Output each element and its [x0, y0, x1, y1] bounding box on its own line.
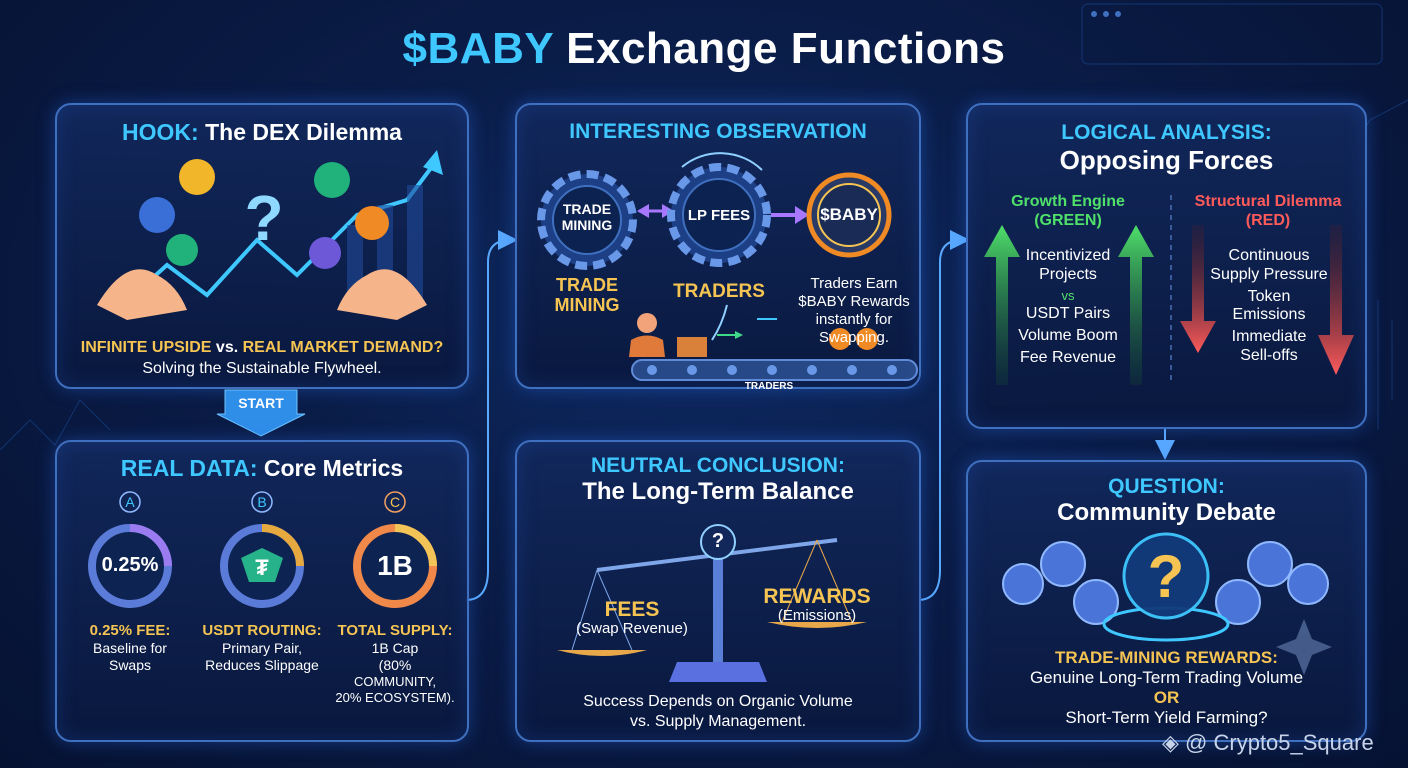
metric-c-label: TOTAL SUPPLY: — [337, 622, 453, 639]
title-accent: $BABY — [402, 24, 554, 73]
green-item-6: Fee Revenue — [1019, 349, 1117, 366]
observation-illustration — [537, 152, 918, 381]
community-illustration — [1002, 532, 1332, 675]
conclusion-panel: NEUTRAL CONCLUSION: The Long-Term Balanc… — [515, 440, 921, 742]
metric-b-label: USDT ROUTING: — [202, 622, 322, 639]
page-title: $BABY Exchange Functions — [0, 24, 1408, 74]
metric-c-desc4: 20% ECOSYSTEM). — [335, 690, 455, 705]
metrics-title: REAL DATA: Core Metrics — [57, 455, 467, 482]
hook-upside: INFINITE UPSIDE — [80, 339, 212, 356]
analysis-title: Opposing Forces — [1059, 145, 1274, 175]
baby-coin-label: $BABY — [820, 205, 878, 224]
red-item-4: Emissions — [1232, 306, 1306, 323]
red-item-5: Immediate — [1231, 328, 1307, 345]
metric-a-value: 0.25% — [101, 554, 159, 576]
traders-label: TRADERS — [673, 281, 765, 302]
analysis-panel: LOGICAL ANALYSIS: Opposing Forces Growth… — [966, 103, 1367, 429]
start-label: START — [238, 395, 284, 411]
red-heading-2: (RED) — [1245, 212, 1291, 229]
title-rest: Exchange Functions — [566, 24, 1006, 73]
red-item-6: Sell-offs — [1240, 347, 1298, 364]
analysis-prefix: LOGICAL ANALYSIS: — [1061, 121, 1272, 144]
conclusion-prefix: NEUTRAL CONCLUSION: — [591, 454, 845, 477]
watermark: ◈ @ Crypto5_Square — [1162, 730, 1402, 756]
metric-c-desc3: COMMUNITY, — [353, 674, 437, 689]
conclusion-line2: vs. Supply Management. — [629, 713, 807, 730]
hook-vs: vs. — [215, 339, 239, 356]
metric-c-desc1: 1B Cap — [371, 640, 419, 656]
watermark-logo-icon: ◈ — [1162, 730, 1179, 755]
green-item-1: Incentivized — [1025, 247, 1111, 264]
trade-mining-label-1: TRADE — [556, 275, 618, 295]
question-or: OR — [1153, 688, 1180, 707]
hook-title-text: The DEX Dilemma — [205, 119, 402, 145]
observation-title: INTERESTING OBSERVATION — [569, 120, 867, 143]
observation-panel: INTERESTING OBSERVATION TRADE MINING LP … — [515, 103, 921, 392]
green-heading-2: (GREEN) — [1034, 212, 1102, 229]
fees-label: FEES — [604, 598, 660, 621]
hook-panel: HOOK: The DEX Dilemma ? INFINITE UPSIDE … — [55, 103, 469, 389]
hook-question: INFINITE UPSIDE vs. REAL MARKET DEMAND? — [57, 339, 467, 357]
gear2-label: LP FEES — [687, 207, 751, 224]
trade-mining-label-2: MINING — [554, 295, 620, 315]
question-prefix: QUESTION: — [1108, 475, 1225, 498]
question-title: Community Debate — [1057, 499, 1276, 526]
green-item-2: Projects — [1039, 266, 1097, 283]
svg-text:₮: ₮ — [255, 555, 269, 580]
belt-traders-label: TRADERS — [744, 381, 794, 392]
rewards-sub: (Emissions) — [777, 607, 857, 624]
hook-illustration: ? — [97, 150, 443, 320]
red-item-2: Supply Pressure — [1210, 266, 1328, 283]
scale-question: ? — [711, 530, 725, 552]
hook-subtitle: Solving the Sustainable Flywheel. — [142, 360, 382, 377]
question-label: TRADE-MINING REWARDS: — [1055, 648, 1278, 667]
question-mark: ? — [1147, 543, 1185, 610]
metric-c-desc2: (80% — [378, 657, 412, 673]
question-panel: QUESTION: Community Debate ? TRADE-MININ… — [966, 460, 1367, 742]
green-item-5: Volume Boom — [1018, 327, 1118, 344]
metrics-rings: ₮ — [88, 491, 437, 608]
metric-a-letter: A — [125, 494, 135, 510]
earn-line2: $BABY Rewards — [798, 293, 910, 310]
red-item-3: Token — [1247, 288, 1291, 305]
metric-a-desc2: Swaps — [108, 657, 152, 673]
red-item-1: Continuous — [1228, 247, 1310, 264]
metrics-prefix: REAL DATA: — [120, 455, 258, 481]
balance-scale — [557, 524, 867, 682]
metric-b-desc2: Reduces Slippage — [205, 657, 319, 673]
start-arrow — [216, 389, 306, 437]
metric-a-desc1: Baseline for — [93, 640, 167, 656]
earn-line3: instantly for — [815, 311, 893, 328]
fees-sub: (Swap Revenue) — [576, 620, 688, 637]
question-line1: Genuine Long-Term Trading Volume — [1029, 668, 1304, 687]
red-heading-1: Structural Dilemma — [1194, 193, 1342, 210]
metric-a-label: 0.25% FEE: — [89, 622, 171, 639]
hook-title: HOOK: The DEX Dilemma — [57, 119, 467, 146]
rewards-label: REWARDS — [763, 585, 871, 608]
metrics-panel: REAL DATA: Core Metrics ₮ A B C 0.25% 1B… — [55, 440, 469, 742]
metric-b-desc1: Primary Pair, — [221, 640, 303, 656]
green-item-3: vs — [1061, 288, 1075, 303]
question-line2: Short-Term Yield Farming? — [1065, 708, 1268, 727]
hook-demand: REAL MARKET DEMAND? — [242, 339, 444, 356]
conclusion-line1: Success Depends on Organic Volume — [583, 693, 853, 710]
gear1-label-line1: TRADE — [562, 201, 612, 217]
metric-b-letter: B — [257, 494, 267, 510]
metric-c-value: 1B — [377, 550, 413, 581]
earn-line1: Traders Earn — [810, 275, 898, 292]
hook-prefix: HOOK: — [122, 119, 199, 145]
green-heading-1: Growth Engine — [1011, 193, 1125, 210]
svg-text:?: ? — [244, 182, 283, 254]
metrics-title-text: Core Metrics — [263, 455, 404, 481]
metric-c-letter: C — [389, 494, 401, 510]
green-item-4: USDT Pairs — [1025, 305, 1111, 322]
forces-arrows — [984, 195, 1354, 385]
conclusion-title: The Long-Term Balance — [582, 478, 854, 505]
earn-line4: Swapping. — [818, 329, 890, 346]
gear1-label-line2: MINING — [561, 217, 613, 233]
watermark-text: @ Crypto5_Square — [1185, 730, 1374, 755]
